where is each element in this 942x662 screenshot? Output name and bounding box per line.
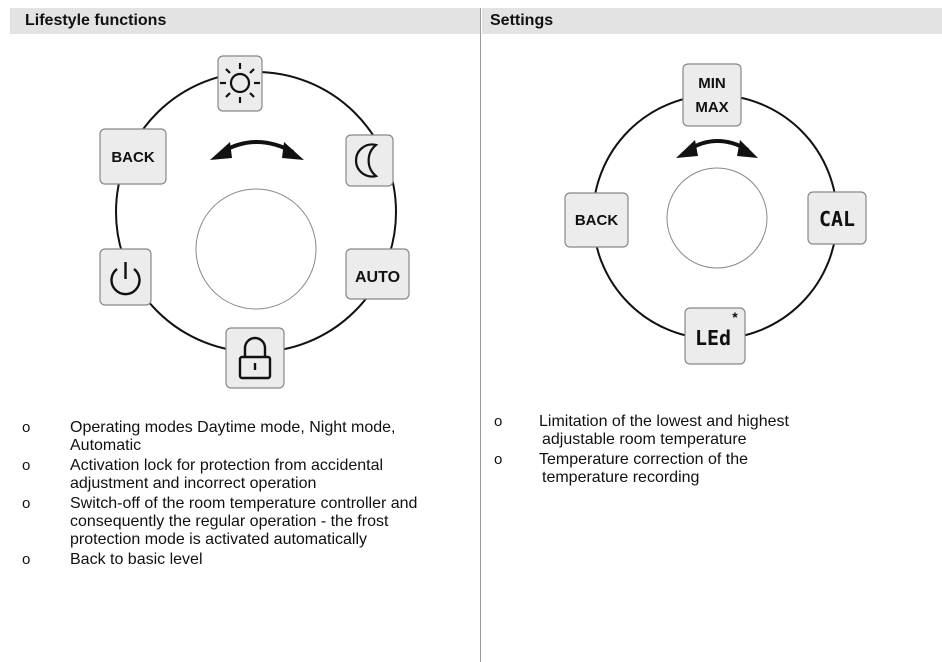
min-max-button[interactable]: MIN MAX (682, 63, 742, 127)
bullet-marker: o (22, 495, 31, 512)
bullet-text-line1: Temperature correction of the (539, 451, 748, 468)
bullet-text-line2: temperature recording (542, 469, 700, 486)
bullet-marker: o (22, 551, 31, 568)
led-label: LEd (695, 326, 731, 350)
bullet-marker: o (494, 413, 503, 430)
lock-icon (238, 336, 272, 380)
rotate-double-arrow-icon (676, 139, 758, 158)
header-lifestyle-functions: Lifestyle functions (10, 8, 481, 34)
bullet-marker: o (22, 457, 31, 474)
back-button[interactable]: BACK (564, 192, 629, 248)
lifestyle-bullet-list: o Operating modes Daytime mode, Night mod… (22, 419, 462, 571)
list-item: o Operating modes Daytime mode, Night mod… (22, 419, 462, 455)
settings-dial-diagram: MIN MAX CAL LEd * BACK (564, 63, 867, 365)
back-label: BACK (575, 212, 618, 229)
max-label: MAX (695, 99, 728, 116)
auto-label: AUTO (355, 269, 400, 286)
bullet-marker: o (22, 419, 31, 436)
lifestyle-dial-diagram: AUTO BACK (99, 55, 410, 389)
power-button[interactable] (99, 248, 152, 306)
list-item: o Activation lock for protection from acc… (22, 457, 462, 493)
bullet-text-line1: Limitation of the lowest and highest (539, 413, 789, 430)
moon-button[interactable] (345, 134, 394, 187)
auto-button[interactable]: AUTO (345, 248, 410, 300)
min-label: MIN (698, 75, 726, 92)
bullet-text-line2: adjustable room temperature (542, 431, 747, 448)
back-label: BACK (111, 149, 154, 166)
asterisk-marker: * (732, 309, 738, 325)
power-icon (110, 262, 141, 296)
cal-button[interactable]: CAL (807, 191, 867, 245)
list-item: o Back to basic level (22, 551, 462, 569)
bullet-text: Operating modes Daytime mode, Night mode… (70, 419, 396, 454)
led-button[interactable]: LEd * (684, 307, 746, 365)
bullet-text: Back to basic level (70, 551, 203, 568)
list-item: o Switch-off of the room temperature cont… (22, 495, 462, 549)
rotate-double-arrow-icon (210, 140, 304, 160)
back-button[interactable]: BACK (99, 128, 167, 185)
dial-knob (195, 188, 317, 310)
cal-label: CAL (819, 207, 855, 231)
bullet-marker: o (494, 451, 503, 468)
header-settings: Settings (482, 8, 942, 34)
sun-button[interactable] (217, 55, 263, 112)
dial-knob (666, 167, 768, 269)
bullet-text: Switch-off of the room temperature contr… (70, 495, 418, 548)
moon-icon (354, 143, 379, 178)
lock-button[interactable] (225, 327, 285, 389)
bullet-text: Activation lock for protection from acci… (70, 457, 384, 492)
column-divider (480, 8, 481, 662)
sun-icon (220, 63, 260, 103)
